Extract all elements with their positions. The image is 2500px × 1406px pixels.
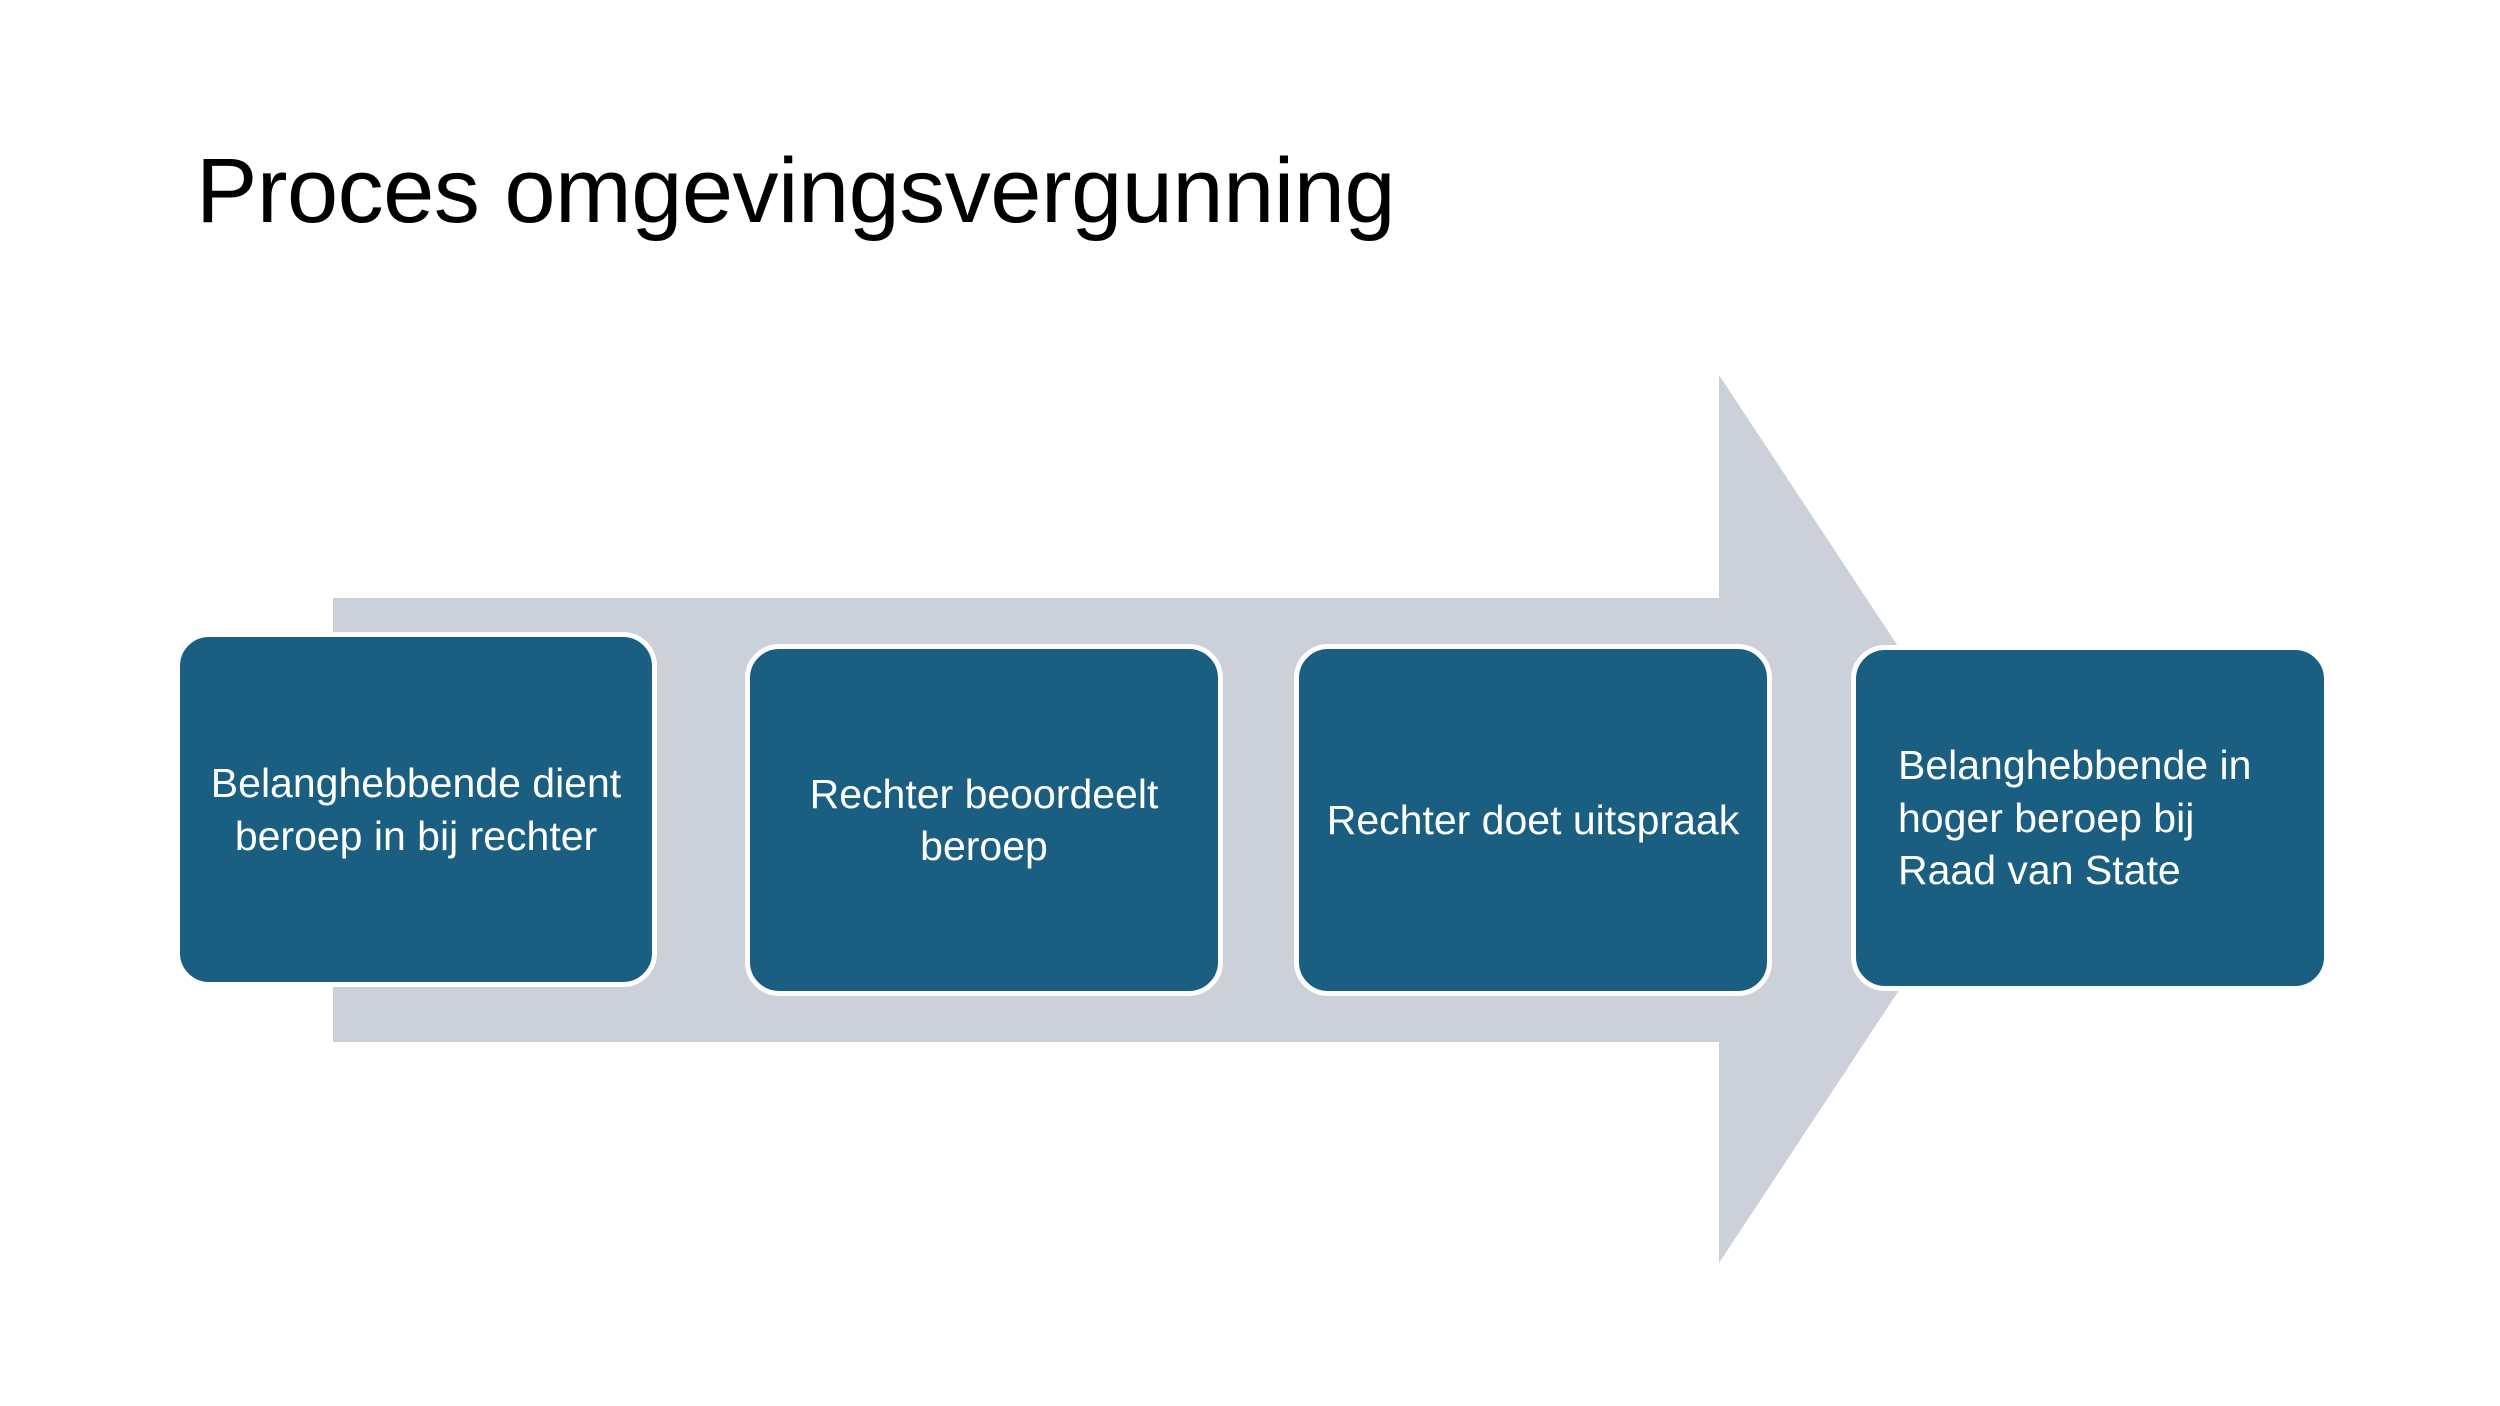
page-title: Proces omgevingsvergunning bbox=[196, 140, 1396, 242]
process-step-4-label: Belanghebbende in hoger beroep bij Raad … bbox=[1898, 742, 2252, 894]
process-step-1[interactable]: Belanghebbende dient beroep in bij recht… bbox=[175, 632, 657, 987]
process-step-2[interactable]: Rechter beoordeelt beroep bbox=[745, 644, 1223, 996]
process-step-1-label: Belanghebbende dient beroep in bij recht… bbox=[210, 760, 622, 859]
process-step-4[interactable]: Belanghebbende in hoger beroep bij Raad … bbox=[1851, 645, 2329, 991]
process-step-2-label: Rechter beoordeelt beroep bbox=[809, 770, 1159, 869]
process-step-3-label: Rechter doet uitspraak bbox=[1326, 796, 1740, 843]
process-step-3[interactable]: Rechter doet uitspraak bbox=[1294, 644, 1772, 996]
